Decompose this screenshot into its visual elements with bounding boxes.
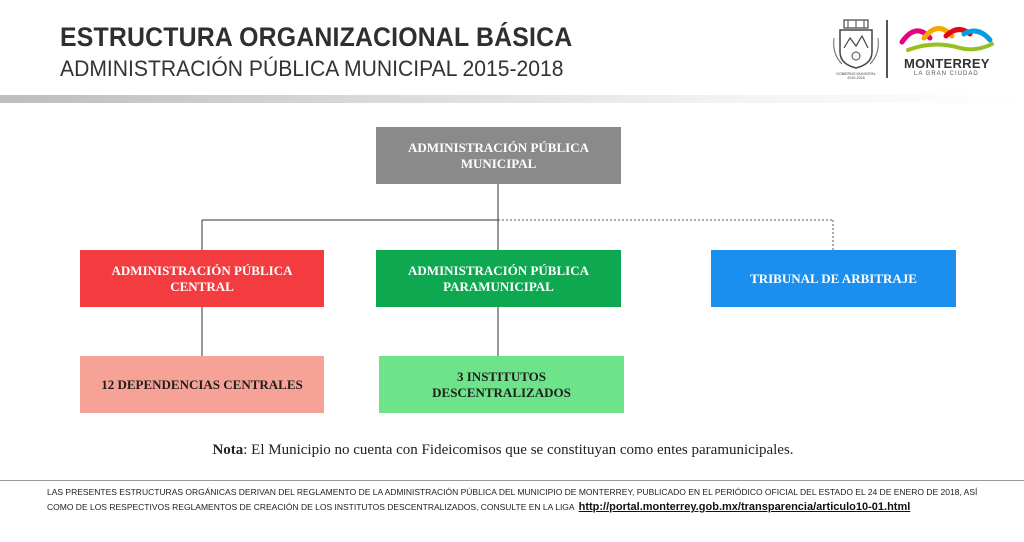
node-administracion-paramunicipal: ADMINISTRACIÓN PÚBLICA PARAMUNICIPAL: [376, 250, 621, 307]
page-subtitle: ADMINISTRACIÓN PÚBLICA MUNICIPAL 2015-20…: [60, 56, 564, 81]
svg-text:2015-2018: 2015-2018: [847, 76, 864, 80]
municipal-seal-icon: GOBIERNO MUNICIPAL 2015-2018: [833, 19, 879, 80]
node-administracion-municipal-label: ADMINISTRACIÓN PÚBLICA MUNICIPAL: [408, 139, 589, 171]
page-title: ESTRUCTURA ORGANIZACIONAL BÁSICA: [60, 22, 573, 52]
footer: LAS PRESENTES ESTRUCTURAS ORGÁNICAS DERI…: [47, 485, 997, 515]
node-administracion-municipal: ADMINISTRACIÓN PÚBLICA MUNICIPAL: [376, 127, 621, 184]
svg-text:GOBIERNO MUNICIPAL: GOBIERNO MUNICIPAL: [836, 72, 876, 76]
footer-text: LAS PRESENTES ESTRUCTURAS ORGÁNICAS DERI…: [47, 487, 978, 512]
monterrey-brand-icon: [899, 26, 994, 52]
note-text: Nota: El Municipio no cuenta con Fideico…: [0, 442, 1006, 459]
footer-link[interactable]: http://portal.monterrey.gob.mx/transpare…: [578, 501, 911, 513]
note-label: Nota: [212, 442, 244, 458]
node-institutos-descentralizados-label: 3 INSTITUTOS DESCENTRALIZADOS: [432, 368, 571, 400]
node-administracion-central-label: ADMINISTRACIÓN PÚBLICA CENTRAL: [111, 262, 293, 294]
node-tribunal-arbitraje: TRIBUNAL DE ARBITRAJE: [711, 250, 956, 307]
node-dependencias-centrales: 12 DEPENDENCIAS CENTRALES: [80, 356, 324, 413]
node-administracion-central: ADMINISTRACIÓN PÚBLICA CENTRAL: [80, 250, 324, 307]
note-body: : El Municipio no cuenta con Fideicomiso…: [243, 442, 794, 458]
footer-divider: [0, 480, 1024, 481]
logo-divider: [886, 20, 888, 78]
node-tribunal-arbitraje-label: TRIBUNAL DE ARBITRAJE: [750, 270, 917, 286]
logo-area: GOBIERNO MUNICIPAL 2015-2018 MONTERREY L…: [830, 18, 1000, 86]
logo-name: MONTERREY: [904, 56, 990, 71]
node-dependencias-centrales-label: 12 DEPENDENCIAS CENTRALES: [101, 376, 303, 392]
header-divider-bar: [0, 95, 1024, 103]
node-administracion-paramunicipal-label: ADMINISTRACIÓN PÚBLICA PARAMUNICIPAL: [408, 262, 589, 294]
logo-tagline: LA GRAN CIUDAD: [914, 71, 979, 77]
node-institutos-descentralizados: 3 INSTITUTOS DESCENTRALIZADOS: [379, 356, 624, 413]
